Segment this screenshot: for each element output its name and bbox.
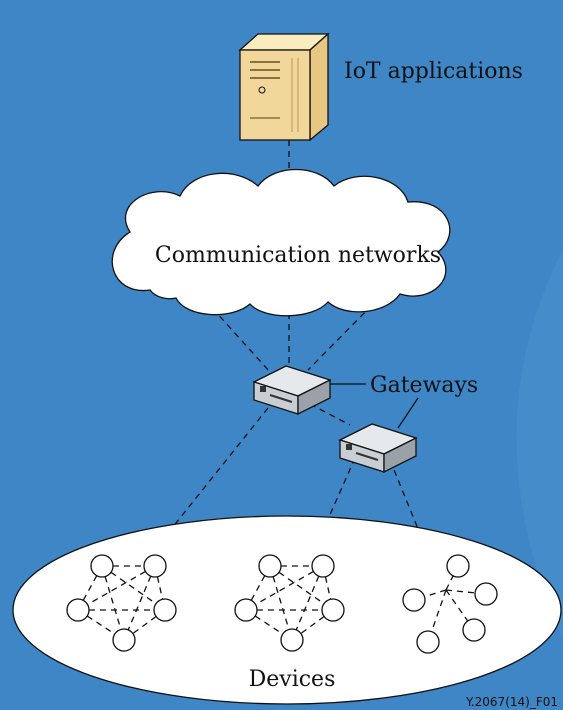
communication-networks-label: Communication networks [155, 243, 441, 268]
device-node [143, 554, 167, 578]
gateways-label: Gateways [370, 373, 478, 398]
device-node [446, 554, 470, 578]
line-gateway1-gateway2 [309, 403, 351, 426]
device-node [416, 630, 440, 654]
gateways-pointer-2 [397, 397, 419, 429]
device-cluster-star [402, 554, 498, 654]
device-node [258, 554, 282, 578]
device-node [321, 598, 345, 622]
communication-networks-cloud [111, 168, 451, 317]
device-node [280, 628, 304, 652]
device-node [234, 598, 258, 622]
device-node [112, 628, 136, 652]
gateway-icon [338, 423, 418, 474]
device-node [474, 582, 498, 606]
device-node [462, 618, 486, 642]
device-node [66, 598, 90, 622]
device-node [402, 588, 426, 612]
figure-id: Y.2067(14)_F01 [465, 695, 558, 709]
gateway-icon [252, 365, 332, 416]
devices-label: Devices [249, 667, 336, 692]
device-node [311, 554, 335, 578]
device-node [153, 598, 177, 622]
device-cluster-mesh [66, 554, 177, 652]
server-icon [238, 32, 330, 142]
device-node [90, 554, 114, 578]
background-arc [516, 250, 563, 640]
device-cluster-mesh [234, 554, 345, 652]
iot-applications-label: IoT applications [344, 59, 523, 84]
